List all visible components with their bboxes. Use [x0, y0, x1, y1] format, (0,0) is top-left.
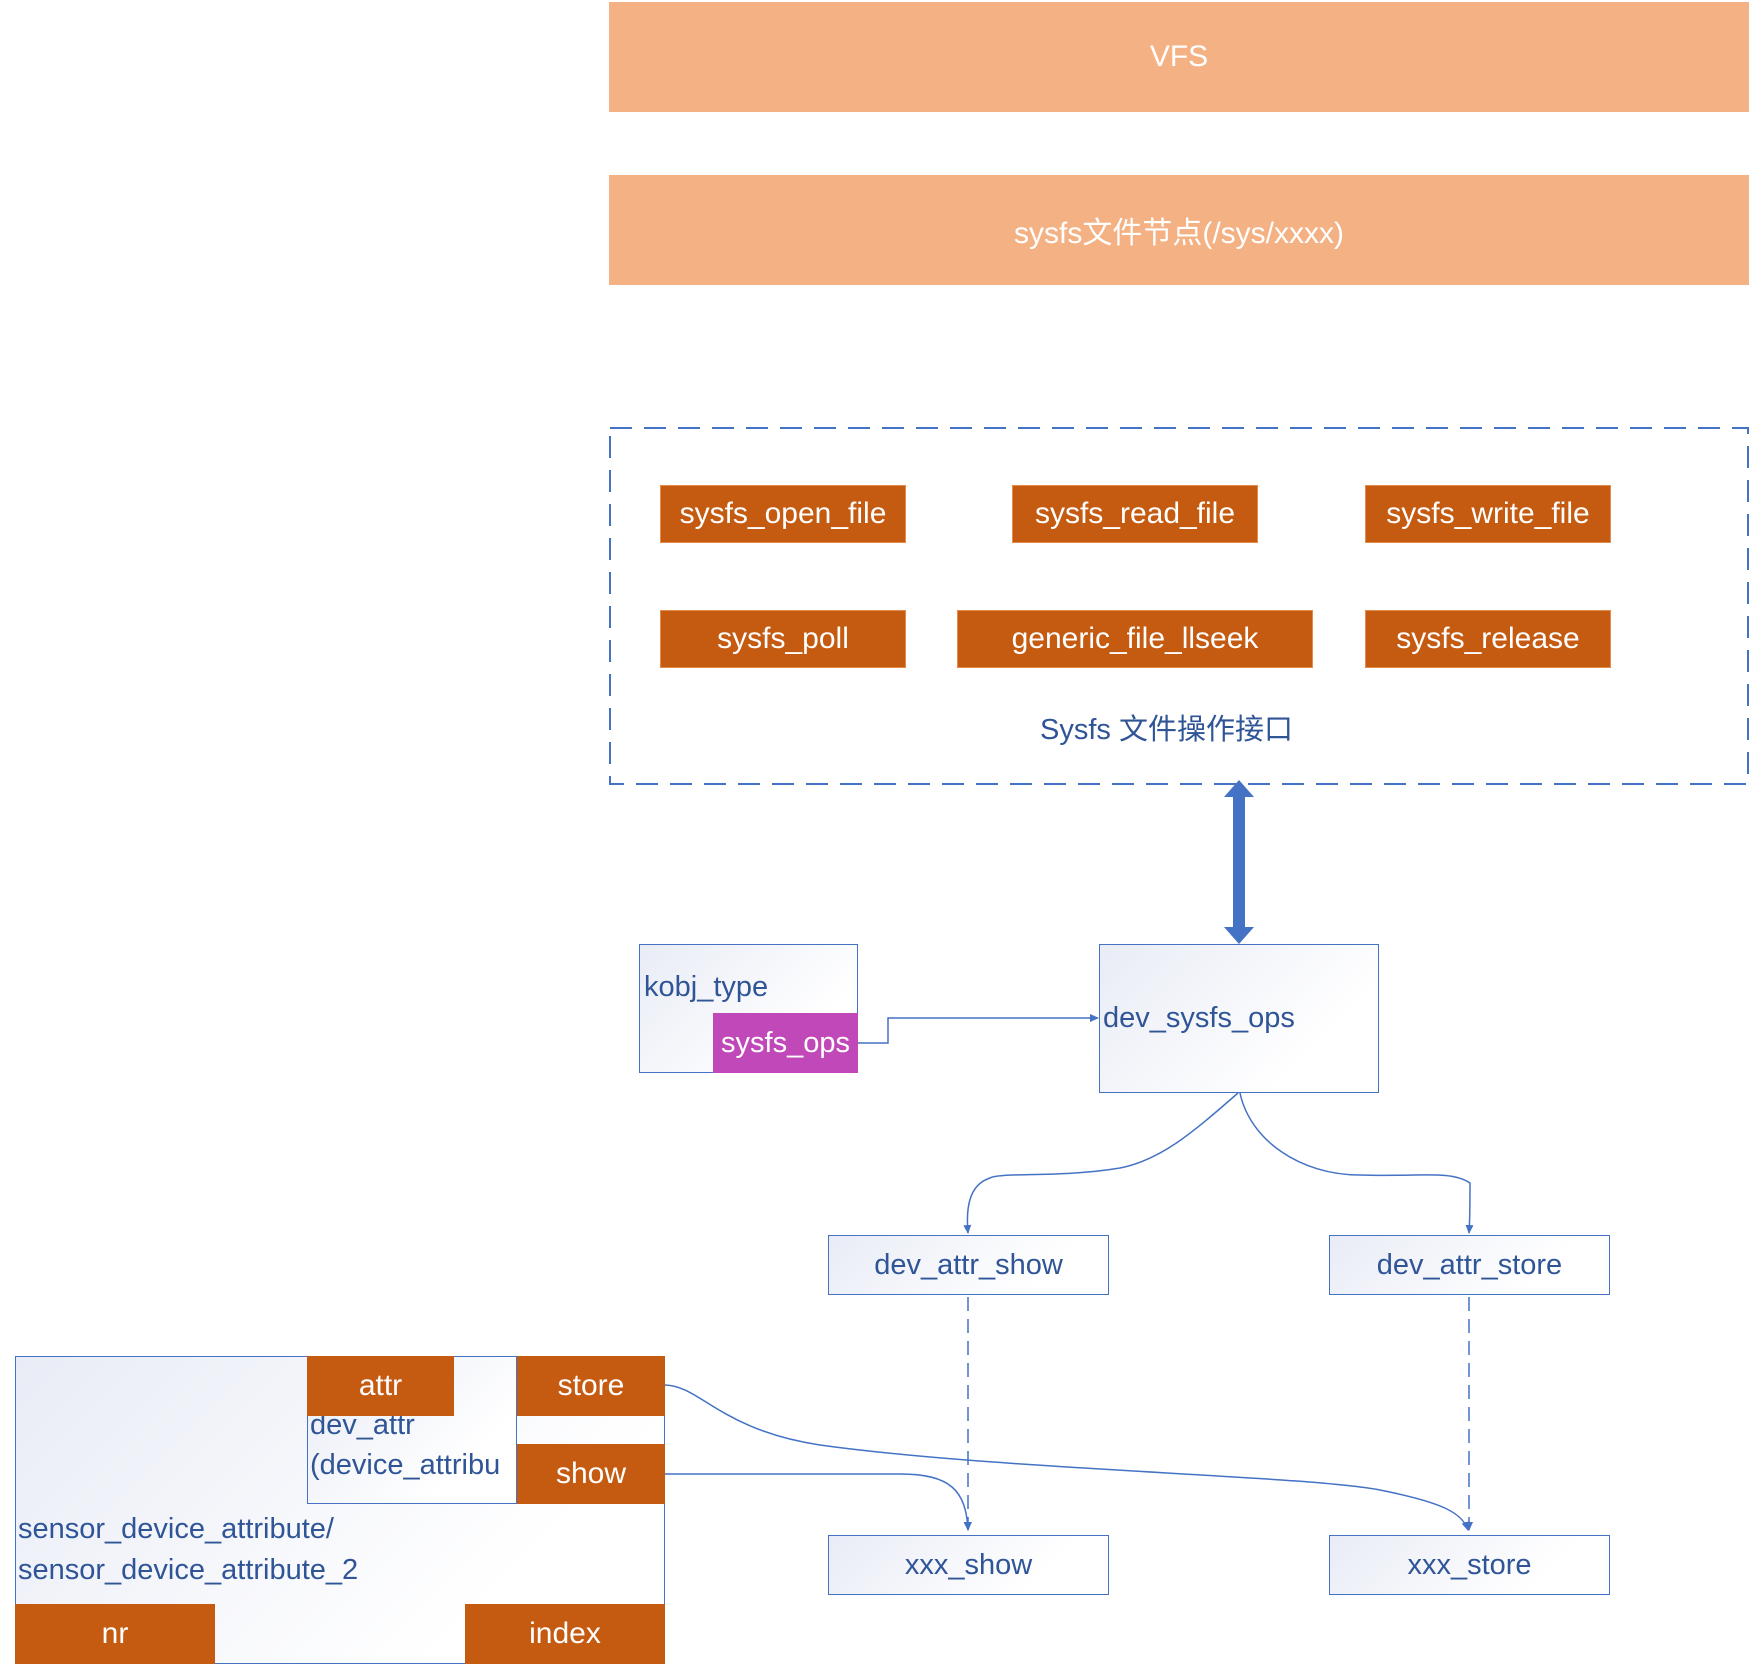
show-label: show: [555, 1457, 627, 1490]
sysfs-ops-label: sysfs_ops: [721, 1026, 850, 1059]
fn-label: sysfs_poll: [717, 622, 849, 655]
sysfs-node-label: sysfs文件节点(/sys/xxxx): [1014, 217, 1344, 250]
fn-sysfs-release: sysfs_release: [1365, 610, 1611, 668]
double-arrow: [1224, 780, 1254, 944]
store-link: [663, 1384, 1470, 1531]
sysfs-node-layer: sysfs文件节点(/sys/xxxx): [609, 175, 1749, 285]
show-link: [664, 1473, 972, 1531]
show-field: show: [517, 1444, 665, 1504]
link-to-show: [963, 1092, 1239, 1234]
dev-attr-label-2: (device_attribu: [310, 1449, 501, 1481]
link-to-store: [1239, 1092, 1474, 1234]
fn-sysfs-poll: sysfs_poll: [660, 610, 906, 668]
fn-label: sysfs_release: [1396, 622, 1580, 655]
dev-attr-store-label: dev_attr_store: [1376, 1248, 1563, 1281]
xxx-show-label: xxx_show: [904, 1548, 1033, 1581]
store-field: store: [517, 1356, 665, 1416]
nr-label: nr: [101, 1617, 129, 1650]
xxx-store-label: xxx_store: [1407, 1548, 1532, 1581]
vfs-layer: VFS: [609, 2, 1749, 112]
xxx-show-box: xxx_show: [828, 1535, 1109, 1595]
dev-sysfs-ops-box: dev_sysfs_ops: [1099, 944, 1379, 1093]
dev-sysfs-ops-label: dev_sysfs_ops: [1103, 1002, 1295, 1034]
store-label: store: [557, 1369, 625, 1402]
fn-label: generic_file_llseek: [1011, 622, 1259, 655]
fn-label: sysfs_write_file: [1386, 497, 1590, 530]
sysfs-ops-group: [609, 427, 1749, 785]
attr-field: attr: [307, 1356, 454, 1416]
fn-sysfs-write-file: sysfs_write_file: [1365, 485, 1611, 543]
dashed-border: [609, 427, 1749, 785]
index-field: index: [465, 1604, 665, 1664]
attr-label: attr: [358, 1369, 403, 1402]
fn-label: sysfs_read_file: [1034, 497, 1236, 530]
dev-attr-show-box: dev_attr_show: [828, 1235, 1109, 1295]
fn-label: sysfs_open_file: [679, 497, 887, 530]
dev-attr-store-box: dev_attr_store: [1329, 1235, 1610, 1295]
sensor-label-2: sensor_device_attribute_2: [18, 1554, 359, 1586]
kobj-type-label: kobj_type: [644, 971, 769, 1003]
xxx-store-box: xxx_store: [1329, 1535, 1610, 1595]
dev-attr-show-label: dev_attr_show: [874, 1248, 1063, 1281]
fn-sysfs-read-file: sysfs_read_file: [1012, 485, 1258, 543]
nr-field: nr: [15, 1604, 215, 1664]
sensor-label-1: sensor_device_attribute/: [18, 1513, 334, 1545]
vfs-label: VFS: [1149, 40, 1209, 73]
fn-generic-file-llseek: generic_file_llseek: [957, 610, 1313, 668]
ops-group-caption: Sysfs 文件操作接口: [1040, 714, 1293, 746]
sysfs-ops-link: [858, 1014, 1099, 1044]
index-label: index: [529, 1617, 601, 1650]
sysfs-ops-field: sysfs_ops: [713, 1013, 858, 1073]
fn-sysfs-open-file: sysfs_open_file: [660, 485, 906, 543]
